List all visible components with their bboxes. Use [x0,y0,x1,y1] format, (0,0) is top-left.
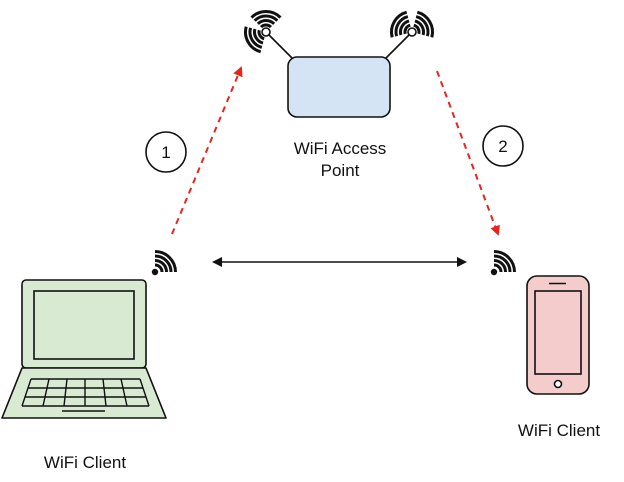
wifi-signal-icon [150,250,177,277]
wifi-signal-icon [239,1,285,55]
step-1-marker: 1 [145,131,187,173]
access-point-label: WiFi Access Point [293,139,387,180]
right-client-label: WiFi Client [517,421,601,440]
step-1-arrow [171,66,243,235]
step-2-arrow [436,70,500,236]
step-2-number: 2 [498,137,507,156]
step-2-marker: 2 [482,125,524,167]
laptop-icon [1,279,167,419]
wifi-signal-icon [385,9,439,42]
step-1-number: 1 [161,143,170,162]
left-client-label: WiFi Client [43,453,127,472]
router-icon [265,31,413,118]
smartphone-icon [526,275,590,395]
wifi-signal-icon [489,250,516,277]
